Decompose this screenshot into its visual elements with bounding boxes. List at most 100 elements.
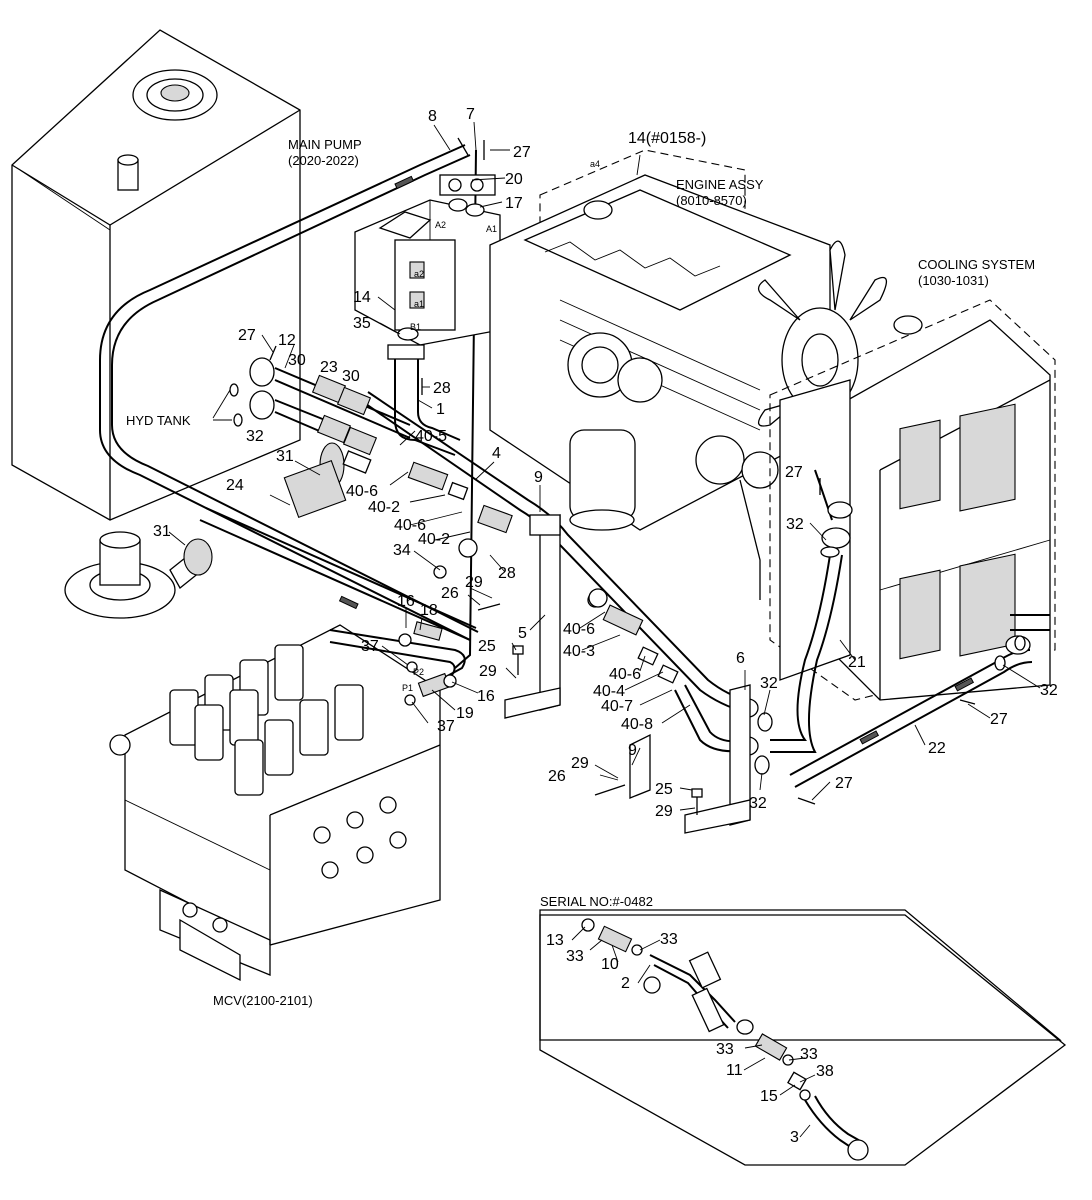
cooling-system-radiator: [769, 299, 1056, 701]
port-p1: P1: [402, 683, 413, 693]
cooling-system-caption: COOLING SYSTEM: [918, 257, 1035, 272]
callout-40-6-c: 40-6: [563, 621, 595, 638]
port-a4: a4: [590, 159, 600, 169]
callout-30-a: 30: [288, 352, 306, 369]
serial-callout-33-b: 33: [660, 931, 678, 948]
callout-19: 19: [456, 705, 474, 722]
hyd-tank-caption: HYD TANK: [126, 413, 191, 428]
serial-no-caption: SERIAL NO:#-0482: [540, 894, 653, 909]
port-p2: P2: [413, 667, 424, 677]
callout-32-mid: 32: [760, 675, 778, 692]
callout-30-b: 30: [342, 368, 360, 385]
callout-31-top: 31: [276, 448, 294, 465]
callout-40-6-a: 40-6: [346, 483, 378, 500]
radiator-core: [899, 403, 1016, 660]
callout-26-mid: 26: [441, 585, 459, 602]
callout-12: 12: [278, 332, 296, 349]
port-a2-lower: a2: [414, 269, 424, 279]
callout-32-low: 32: [749, 795, 767, 812]
callout-16-bot: 16: [477, 688, 495, 705]
callout-34: 34: [393, 542, 411, 559]
callout-14: 14: [353, 289, 371, 306]
serial-callout-2: 2: [621, 975, 630, 992]
port-a1-lower: a1: [414, 299, 424, 309]
serial-callout-33-a: 33: [566, 948, 584, 965]
elbow-pipe-1: [387, 344, 461, 456]
callout-40-6-d: 40-6: [609, 666, 641, 683]
callout-37-top: 37: [361, 638, 379, 655]
callout-8: 8: [428, 108, 437, 125]
callout-40-8: 40-8: [621, 716, 653, 733]
callout-25-b: 25: [655, 781, 673, 798]
callout-4: 4: [492, 445, 501, 462]
pipe-24: [199, 442, 477, 641]
callout-40-2-b: 40-2: [418, 531, 450, 548]
callout-29-low: 29: [479, 663, 497, 680]
serial-callout-33-c: 33: [716, 1041, 734, 1058]
cooling-system-ref: (1030-1031): [918, 273, 989, 288]
callout-40-7: 40-7: [601, 698, 633, 715]
o-rings: [229, 198, 1026, 775]
bolts: [269, 140, 976, 815]
serial-inset-frame: [539, 909, 1067, 1166]
callout-37-bot: 37: [437, 718, 455, 735]
callout-27-right: 27: [990, 711, 1008, 728]
mcv-pipe-fittings: [329, 621, 466, 706]
callout-32-left: 32: [246, 428, 264, 445]
callout-17: 17: [505, 195, 523, 212]
port-a1: A1: [486, 224, 497, 234]
fan: [758, 240, 891, 441]
callout-21: 21: [848, 654, 866, 671]
main-pump: [354, 174, 501, 346]
pump-outlet-fittings: [249, 357, 411, 474]
suction-port: [64, 531, 213, 619]
serial-inset-parts: [581, 918, 869, 1161]
brackets: [504, 514, 751, 834]
callout-1: 1: [436, 401, 445, 418]
serial-callout-10: 10: [601, 956, 619, 973]
serial-callout-15: 15: [760, 1088, 778, 1105]
engine-assy-caption: ENGINE ASSY: [676, 177, 764, 192]
callout-31-left: 31: [153, 523, 171, 540]
callout-32-right-top: 32: [786, 516, 804, 533]
callout-40-4: 40-4: [593, 683, 625, 700]
callout-29-c: 29: [655, 803, 673, 820]
callout-28-top: 28: [433, 380, 451, 397]
pipe-22: [789, 614, 1050, 788]
mcv-control-valve: [109, 624, 441, 982]
callout-23: 23: [320, 359, 338, 376]
main-pump-caption: MAIN PUMP: [288, 137, 362, 152]
callout-40-3: 40-3: [563, 643, 595, 660]
callout-40-5: 40-5: [415, 428, 447, 445]
callout-40-6-b: 40-6: [394, 517, 426, 534]
port-b1: B1: [410, 322, 421, 332]
callout-20: 20: [505, 171, 523, 188]
hydraulic-tank: [11, 29, 301, 521]
callout-29-b: 29: [571, 755, 589, 772]
main-pump-ref: (2020-2022): [288, 153, 359, 168]
callout-27-right-top: 27: [785, 464, 803, 481]
callout-9-top: 9: [534, 469, 543, 486]
callout-40-2-a: 40-2: [368, 499, 400, 516]
callout-28-mid: 28: [498, 565, 516, 582]
port-a2-upper: A2: [435, 220, 446, 230]
serial-callout-13: 13: [546, 932, 564, 949]
hose-21: [770, 469, 853, 753]
callout-9-low: 9: [628, 742, 637, 759]
callout-5: 5: [518, 625, 527, 642]
callouts: 8 7 27 20 17 14(#0158-) 14 35 27 12 30 2…: [153, 106, 1058, 1146]
callout-26-b: 26: [548, 768, 566, 785]
mcv-solenoids: [169, 644, 364, 796]
callout-27-left: 27: [238, 327, 256, 344]
callout-18: 18: [420, 602, 438, 619]
serial-callout-38: 38: [816, 1063, 834, 1080]
port-marks: a4 A2 A1 a2 a1 B1 P2 P1: [402, 159, 600, 693]
serial-callout-3: 3: [790, 1129, 799, 1146]
callout-14-top: 14(#0158-): [628, 130, 706, 147]
callout-24: 24: [226, 477, 244, 494]
mcv-caption: MCV(2100-2101): [213, 993, 313, 1008]
callout-22: 22: [928, 740, 946, 757]
callout-27-bot: 27: [835, 775, 853, 792]
callout-25-mid: 25: [478, 638, 496, 655]
